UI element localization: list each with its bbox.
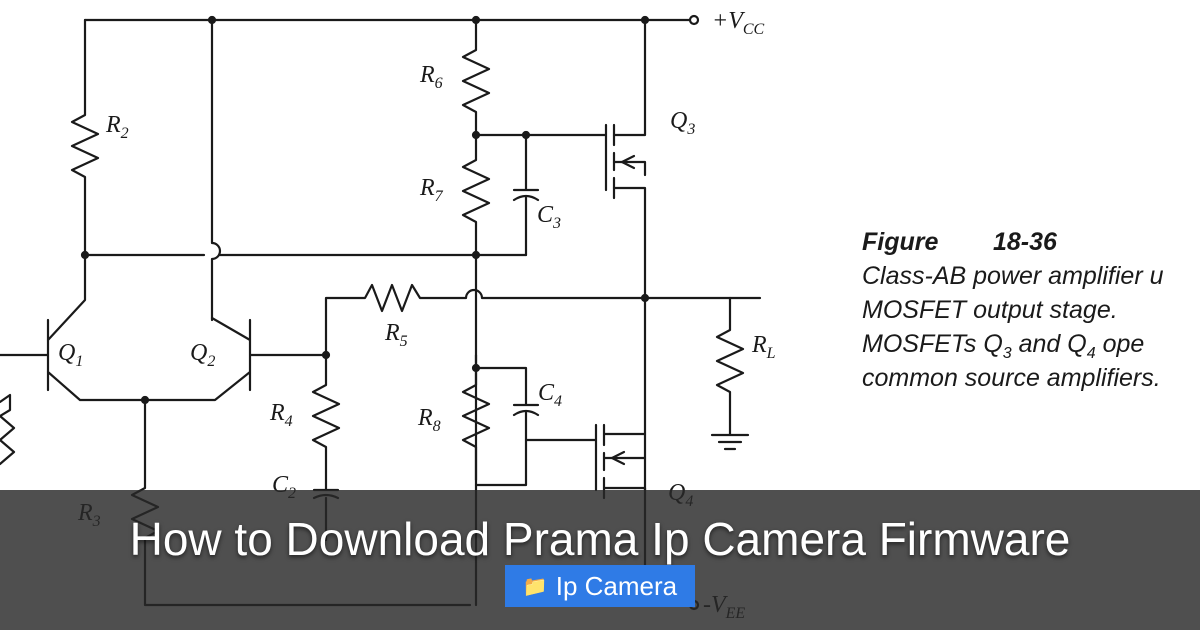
q2-transistor [143, 316, 328, 402]
q3-arrow [620, 154, 636, 170]
category-badge[interactable]: 📁 Ip Camera [505, 565, 695, 607]
q2-collector-wire [210, 18, 222, 322]
r8-resistor [461, 353, 491, 607]
c4-label: C4 [538, 380, 562, 410]
q1-transistor [0, 253, 147, 402]
r4-label: R4 [269, 400, 293, 430]
q3-gate [524, 123, 608, 192]
r2-resistor [70, 18, 100, 257]
q3-label: Q3 [670, 108, 695, 138]
category-badge-label: Ip Camera [555, 570, 678, 601]
r6-resistor [461, 18, 491, 137]
r2-label: R2 [105, 112, 129, 142]
vcc-terminal [688, 14, 700, 26]
c3-capacitor [474, 133, 540, 257]
q1-label: Q1 [58, 340, 83, 370]
caption-line-3: MOSFETs Q3 and Q4 ope [862, 330, 1144, 362]
q3-terminals [612, 18, 647, 492]
r6-label: R6 [419, 62, 443, 92]
q2-label: Q2 [190, 340, 215, 370]
caption-line-2: MOSFET output stage. [862, 296, 1118, 324]
q4-arrow [610, 450, 626, 466]
figure-number: 18-36 [993, 228, 1058, 256]
figure-word: Figure [862, 228, 938, 256]
vcc-label: +VCC [712, 8, 765, 38]
r5-resistor [324, 283, 762, 357]
left-partial-resistor [0, 393, 16, 466]
q4-transistor [524, 423, 647, 607]
caption-line-4: common source amplifiers. [862, 364, 1161, 392]
r5-label: R5 [384, 320, 408, 350]
c3-label: C3 [537, 202, 561, 232]
folder-icon: 📁 [522, 575, 548, 598]
r7-label: R7 [419, 175, 444, 205]
rl-label: RL [751, 332, 776, 362]
r7-resistor [461, 133, 491, 482]
c4-capacitor [474, 366, 540, 487]
r8-label: R8 [417, 405, 441, 435]
rl-resistor [710, 296, 750, 451]
caption-line-1: Class-AB power amplifier u [862, 262, 1164, 290]
article-title[interactable]: How to Download Prama Ip Camera Firmware [129, 513, 1071, 565]
